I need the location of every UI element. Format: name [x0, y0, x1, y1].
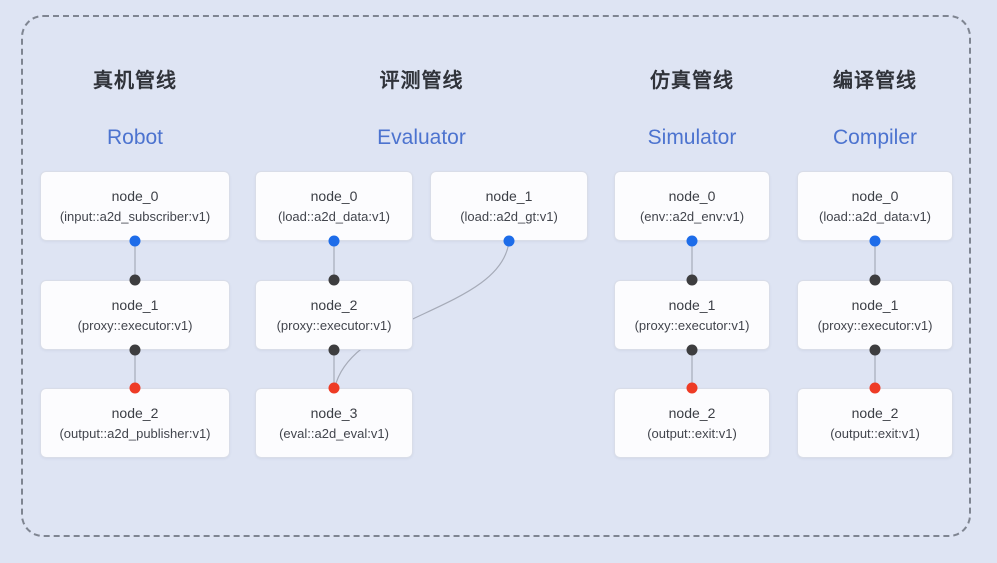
node-name: node_1 [668, 297, 716, 313]
node-name: node_0 [668, 188, 716, 204]
pipeline-title-en: Compiler [832, 126, 918, 149]
node-card-simulator-node1[interactable]: node_1 (proxy::executor:v1) [614, 280, 770, 350]
input-port-dot-black[interactable] [686, 274, 698, 286]
output-port-dot-black[interactable] [129, 344, 141, 356]
node-name: node_0 [310, 188, 358, 204]
input-port-dot-red[interactable] [129, 382, 141, 394]
node-card-robot-node1[interactable]: node_1 (proxy::executor:v1) [40, 280, 230, 350]
input-port-dot-black[interactable] [328, 274, 340, 286]
input-port-dot-red[interactable] [328, 382, 340, 394]
input-port-dot-red[interactable] [686, 382, 698, 394]
node-name: node_0 [851, 188, 899, 204]
node-name: node_0 [111, 188, 159, 204]
pipeline-title-en: Simulator [647, 126, 737, 149]
node-type: (input::a2d_subscriber:v1) [59, 209, 211, 224]
pipeline-title-zh: 真机管线 [93, 70, 177, 92]
input-port-dot-red[interactable] [869, 382, 881, 394]
node-type: (proxy::executor:v1) [77, 318, 193, 333]
node-type: (output::exit:v1) [830, 426, 920, 441]
node-type: (load::a2d_data:v1) [818, 209, 932, 224]
node-type: (load::a2d_gt:v1) [460, 209, 558, 224]
node-card-evaluator-node2[interactable]: node_2 (proxy::executor:v1) [255, 280, 413, 350]
node-type: (load::a2d_data:v1) [277, 209, 391, 224]
node-type: (proxy::executor:v1) [276, 318, 392, 333]
node-type: (eval::a2d_eval:v1) [279, 426, 389, 441]
output-port-dot-blue[interactable] [328, 235, 340, 247]
pipeline-title-en: Evaluator [377, 126, 466, 149]
output-port-dot-blue[interactable] [129, 235, 141, 247]
node-card-evaluator-node1[interactable]: node_1 (load::a2d_gt:v1) [430, 171, 588, 241]
node-name: node_1 [485, 188, 533, 204]
node-name: node_2 [111, 405, 159, 421]
node-card-compiler-node2[interactable]: node_2 (output::exit:v1) [797, 388, 953, 458]
node-card-simulator-node2[interactable]: node_2 (output::exit:v1) [614, 388, 770, 458]
node-name: node_1 [111, 297, 159, 313]
node-name: node_2 [668, 405, 716, 421]
pipeline-header-robot: 真机管线 Robot [40, 64, 230, 150]
node-card-evaluator-node0[interactable]: node_0 (load::a2d_data:v1) [255, 171, 413, 241]
pipeline-header-compiler: 编译管线 Compiler [797, 64, 953, 150]
input-port-dot-black[interactable] [129, 274, 141, 286]
node-card-robot-node2[interactable]: node_2 (output::a2d_publisher:v1) [40, 388, 230, 458]
output-port-dot-black[interactable] [869, 344, 881, 356]
input-port-dot-black[interactable] [869, 274, 881, 286]
node-type: (output::exit:v1) [647, 426, 737, 441]
pipeline-title-zh: 评测管线 [379, 70, 464, 92]
pipeline-header-evaluator: 评测管线 Evaluator [255, 64, 588, 150]
pipeline-title-en: Robot [106, 126, 164, 149]
node-type: (env::a2d_env:v1) [639, 209, 745, 224]
output-port-dot-black[interactable] [328, 344, 340, 356]
output-port-dot-blue[interactable] [686, 235, 698, 247]
node-card-simulator-node0[interactable]: node_0 (env::a2d_env:v1) [614, 171, 770, 241]
pipeline-title-zh: 仿真管线 [650, 70, 734, 92]
node-card-robot-node0[interactable]: node_0 (input::a2d_subscriber:v1) [40, 171, 230, 241]
node-type: (proxy::executor:v1) [817, 318, 933, 333]
output-port-dot-blue[interactable] [869, 235, 881, 247]
node-name: node_2 [851, 405, 899, 421]
pipeline-header-simulator: 仿真管线 Simulator [614, 64, 770, 150]
node-type: (output::a2d_publisher:v1) [59, 426, 211, 441]
node-name: node_3 [310, 405, 358, 421]
node-name: node_2 [310, 297, 358, 313]
node-card-compiler-node1[interactable]: node_1 (proxy::executor:v1) [797, 280, 953, 350]
pipeline-title-zh: 编译管线 [833, 70, 917, 92]
node-card-evaluator-node3[interactable]: node_3 (eval::a2d_eval:v1) [255, 388, 413, 458]
output-port-dot-blue[interactable] [503, 235, 515, 247]
node-type: (proxy::executor:v1) [634, 318, 750, 333]
edge-eval-n1-n3-curve [334, 240, 510, 388]
node-card-compiler-node0[interactable]: node_0 (load::a2d_data:v1) [797, 171, 953, 241]
dashed-border-frame [21, 15, 971, 537]
node-name: node_1 [851, 297, 899, 313]
output-port-dot-black[interactable] [686, 344, 698, 356]
